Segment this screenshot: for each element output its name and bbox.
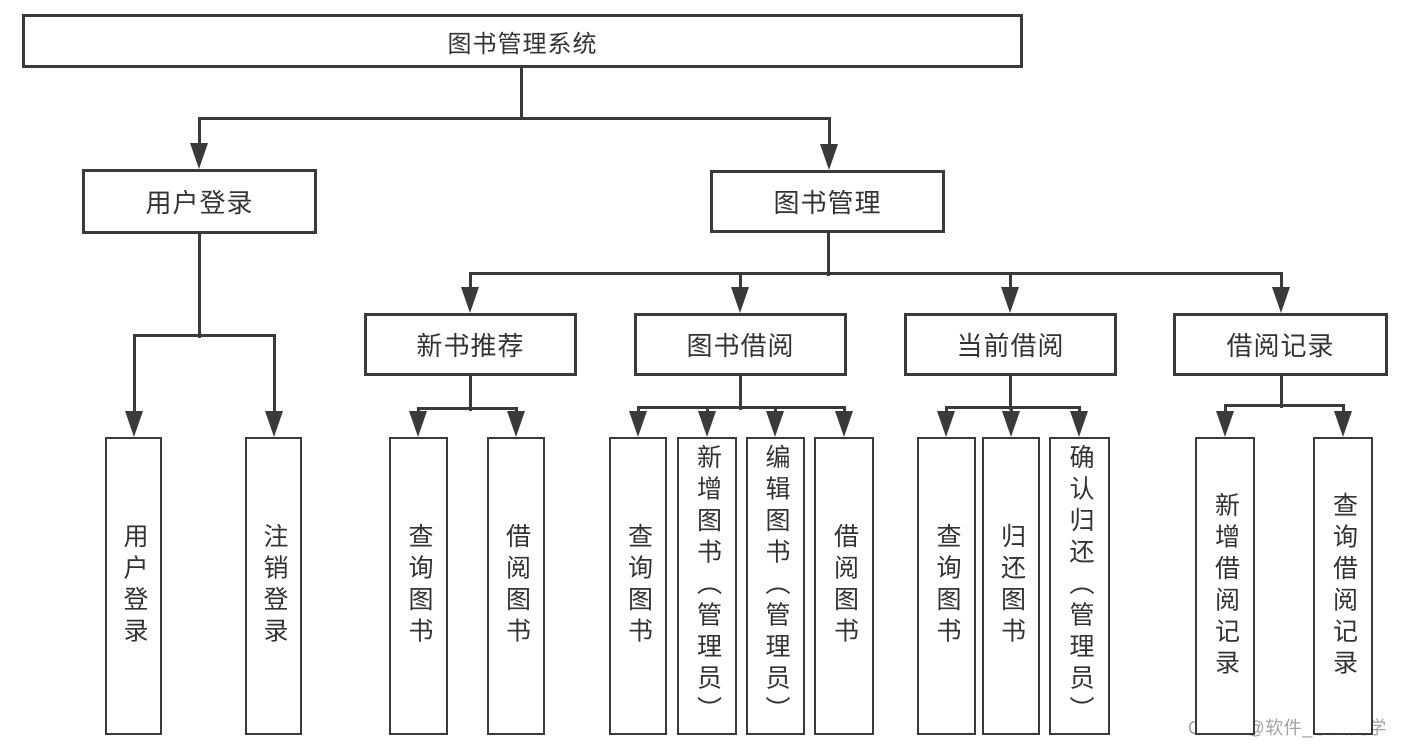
connector-line bbox=[272, 335, 276, 418]
node-label: 借阅图书 bbox=[502, 523, 531, 649]
node-return-book: 归还图书 bbox=[982, 437, 1040, 735]
node-current-borrow: 当前借阅 bbox=[904, 313, 1117, 376]
connector-line bbox=[198, 116, 831, 120]
connector-line bbox=[826, 233, 830, 276]
node-label: 注销登录 bbox=[260, 523, 288, 649]
node-query-book-2: 查询图书 bbox=[609, 437, 667, 735]
node-book-borrow: 图书借阅 bbox=[634, 313, 847, 376]
connector-line bbox=[1008, 376, 1012, 410]
node-user-login: 用户登录 bbox=[82, 169, 317, 234]
connector-line bbox=[132, 335, 136, 418]
node-borrow-book-2: 借阅图书 bbox=[814, 437, 874, 735]
connector-line bbox=[1008, 273, 1012, 293]
arrowhead-down-icon bbox=[1001, 287, 1019, 313]
arrowhead-down-icon bbox=[1272, 287, 1290, 313]
connector-line bbox=[197, 118, 201, 150]
node-add-book-admin: 新增图书（管理员） bbox=[677, 437, 737, 735]
node-label: 编辑图书（管理员） bbox=[762, 444, 790, 728]
connector-line bbox=[1279, 375, 1283, 408]
node-label: 查询图书 bbox=[405, 523, 433, 649]
connector-line bbox=[468, 273, 472, 293]
node-borrow-book-1: 借阅图书 bbox=[487, 437, 545, 735]
arrowhead-down-icon bbox=[766, 411, 784, 437]
connector-line bbox=[637, 405, 846, 409]
connector-line bbox=[469, 271, 1283, 275]
node-label: 用户登录 bbox=[145, 188, 254, 218]
node-borrow-record: 借阅记录 bbox=[1173, 313, 1388, 376]
node-query-borrow-record: 查询借阅记录 bbox=[1313, 437, 1373, 735]
node-new-book-recommend: 新书推荐 bbox=[364, 313, 577, 376]
arrowhead-down-icon bbox=[1334, 411, 1352, 437]
arrowhead-down-icon bbox=[820, 144, 838, 170]
arrowhead-down-icon bbox=[629, 411, 647, 437]
arrowhead-down-icon bbox=[265, 411, 283, 437]
connector-line bbox=[417, 406, 518, 410]
node-logout: 注销登录 bbox=[245, 437, 302, 735]
node-label: 查询图书 bbox=[624, 523, 653, 649]
node-login: 用户登录 bbox=[105, 437, 162, 735]
connector-line bbox=[133, 333, 276, 337]
node-label: 用户登录 bbox=[120, 523, 148, 649]
node-label: 图书管理系统 bbox=[447, 30, 598, 58]
node-label: 新增借阅记录 bbox=[1211, 491, 1240, 681]
connector-line bbox=[1224, 403, 1345, 407]
node-edit-book-admin: 编辑图书（管理员） bbox=[746, 437, 805, 735]
node-label: 归还图书 bbox=[997, 523, 1026, 649]
arrowhead-down-icon bbox=[1070, 411, 1088, 437]
connector-line bbox=[738, 376, 742, 410]
connector-line bbox=[945, 405, 1081, 409]
arrowhead-down-icon bbox=[409, 411, 427, 437]
node-label: 借阅图书 bbox=[830, 523, 859, 649]
node-label: 查询借阅记录 bbox=[1329, 491, 1358, 681]
arrowhead-down-icon bbox=[507, 411, 525, 437]
node-label: 借阅记录 bbox=[1226, 331, 1335, 361]
connector-line bbox=[1279, 273, 1283, 293]
node-label: 新增图书（管理员） bbox=[693, 444, 722, 728]
arrowhead-down-icon bbox=[1002, 411, 1020, 437]
connector-line bbox=[197, 234, 201, 338]
arrowhead-down-icon bbox=[698, 411, 716, 437]
arrowhead-down-icon bbox=[125, 411, 143, 437]
node-label: 查询图书 bbox=[933, 523, 961, 649]
node-label: 确认归还（管理员） bbox=[1066, 444, 1094, 728]
arrowhead-down-icon bbox=[461, 287, 479, 313]
node-root: 图书管理系统 bbox=[22, 14, 1023, 68]
node-query-book-3: 查询图书 bbox=[917, 437, 976, 735]
arrowhead-down-icon bbox=[731, 287, 749, 313]
arrowhead-down-icon bbox=[1216, 411, 1234, 437]
node-confirm-return-admin: 确认归还（管理员） bbox=[1049, 437, 1110, 735]
node-label: 图书管理 bbox=[773, 188, 882, 218]
node-query-book-1: 查询图书 bbox=[389, 437, 448, 735]
node-label: 图书借阅 bbox=[686, 331, 795, 361]
node-label: 当前借阅 bbox=[956, 331, 1065, 361]
connector-line bbox=[827, 118, 831, 151]
node-book-management: 图书管理 bbox=[710, 170, 945, 233]
connector-line bbox=[738, 273, 742, 293]
arrowhead-down-icon bbox=[937, 411, 955, 437]
connector-line bbox=[468, 376, 472, 411]
node-add-borrow-record: 新增借阅记录 bbox=[1195, 437, 1255, 735]
node-label: 新书推荐 bbox=[416, 331, 525, 361]
connector-line bbox=[519, 68, 523, 120]
arrowhead-down-icon bbox=[190, 143, 208, 169]
arrowhead-down-icon bbox=[835, 411, 853, 437]
